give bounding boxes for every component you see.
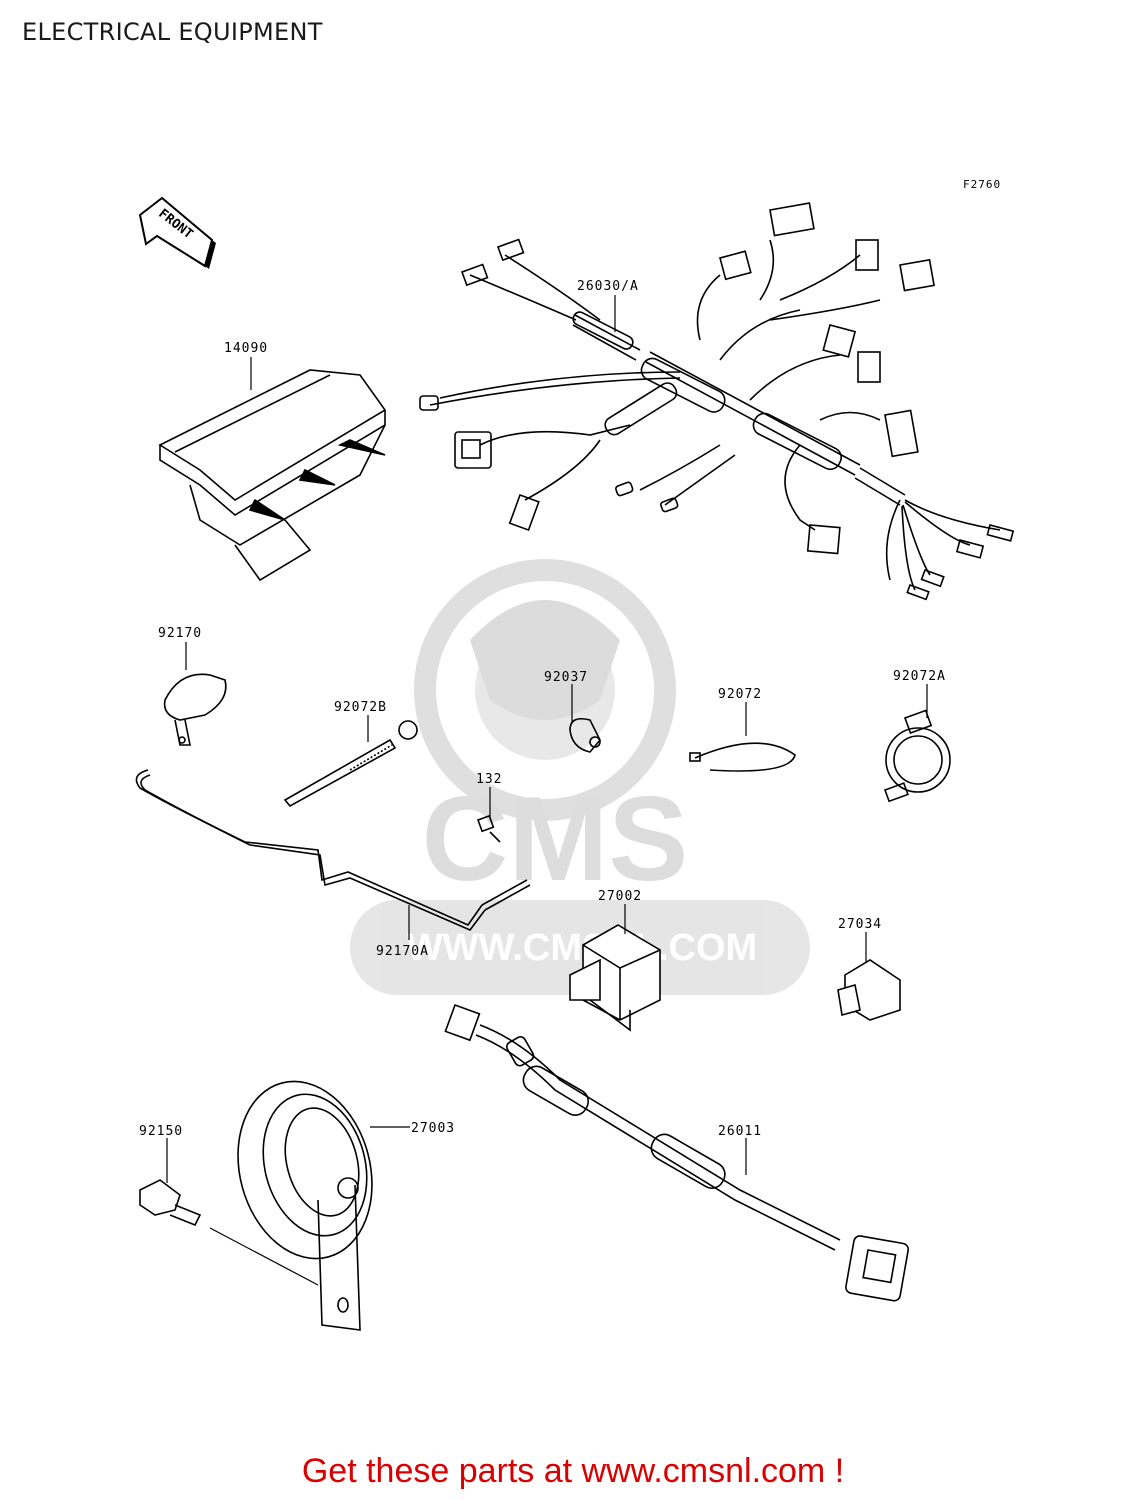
watermark: CMS WWW.CMSNL.COM xyxy=(350,559,810,995)
main-wiring-harness xyxy=(419,202,1015,601)
label-92150: 92150 xyxy=(139,1124,183,1139)
leader-lines xyxy=(166,295,928,1286)
part-92072-band xyxy=(689,742,796,772)
electrical-cover xyxy=(158,369,387,582)
part-132-bolt xyxy=(476,814,501,843)
label-92170a: 92170A xyxy=(376,944,429,959)
label-27034: 27034 xyxy=(838,917,882,932)
label-26011: 26011 xyxy=(718,1124,762,1139)
label-92072b: 92072B xyxy=(334,700,387,715)
part-92072b-tie xyxy=(283,720,418,808)
front-arrow-icon: FRONT xyxy=(138,196,216,269)
label-92037: 92037 xyxy=(544,670,588,685)
watermark-cms: CMS xyxy=(422,772,689,906)
footer-banner: Get these parts at www.cmsnl.com ! xyxy=(0,1452,1146,1491)
part-92150-bolt xyxy=(139,1179,202,1227)
part-92072a-clip xyxy=(883,709,951,803)
label-27003: 27003 xyxy=(411,1121,455,1136)
label-92170: 92170 xyxy=(158,626,202,641)
footer-link[interactable]: Get these parts at www.cmsnl.com ! xyxy=(301,1452,845,1490)
parts-diagram: CMS WWW.CMSNL.COM FRONT xyxy=(135,196,1015,1331)
label-26030a: 26030/A xyxy=(577,279,639,294)
label-14090: 14090 xyxy=(224,341,268,356)
part-26011-sub-harness xyxy=(444,1003,910,1302)
label-92072: 92072 xyxy=(718,687,762,702)
label-92072a: 92072A xyxy=(893,669,946,684)
watermark-url: WWW.CMSNL.COM xyxy=(407,927,757,969)
part-92037-clamp xyxy=(569,717,601,753)
label-132: 132 xyxy=(476,772,502,787)
part-27002-relay xyxy=(569,924,661,1032)
page-title: ELECTRICAL EQUIPMENT xyxy=(22,18,323,46)
part-27034-relay xyxy=(837,959,901,1021)
figure-code: F2760 xyxy=(963,178,1002,191)
label-27002: 27002 xyxy=(598,889,642,904)
part-92170a-rod xyxy=(135,769,531,931)
part-92170-clamp xyxy=(163,673,227,746)
part-27003-horn xyxy=(237,1080,373,1331)
